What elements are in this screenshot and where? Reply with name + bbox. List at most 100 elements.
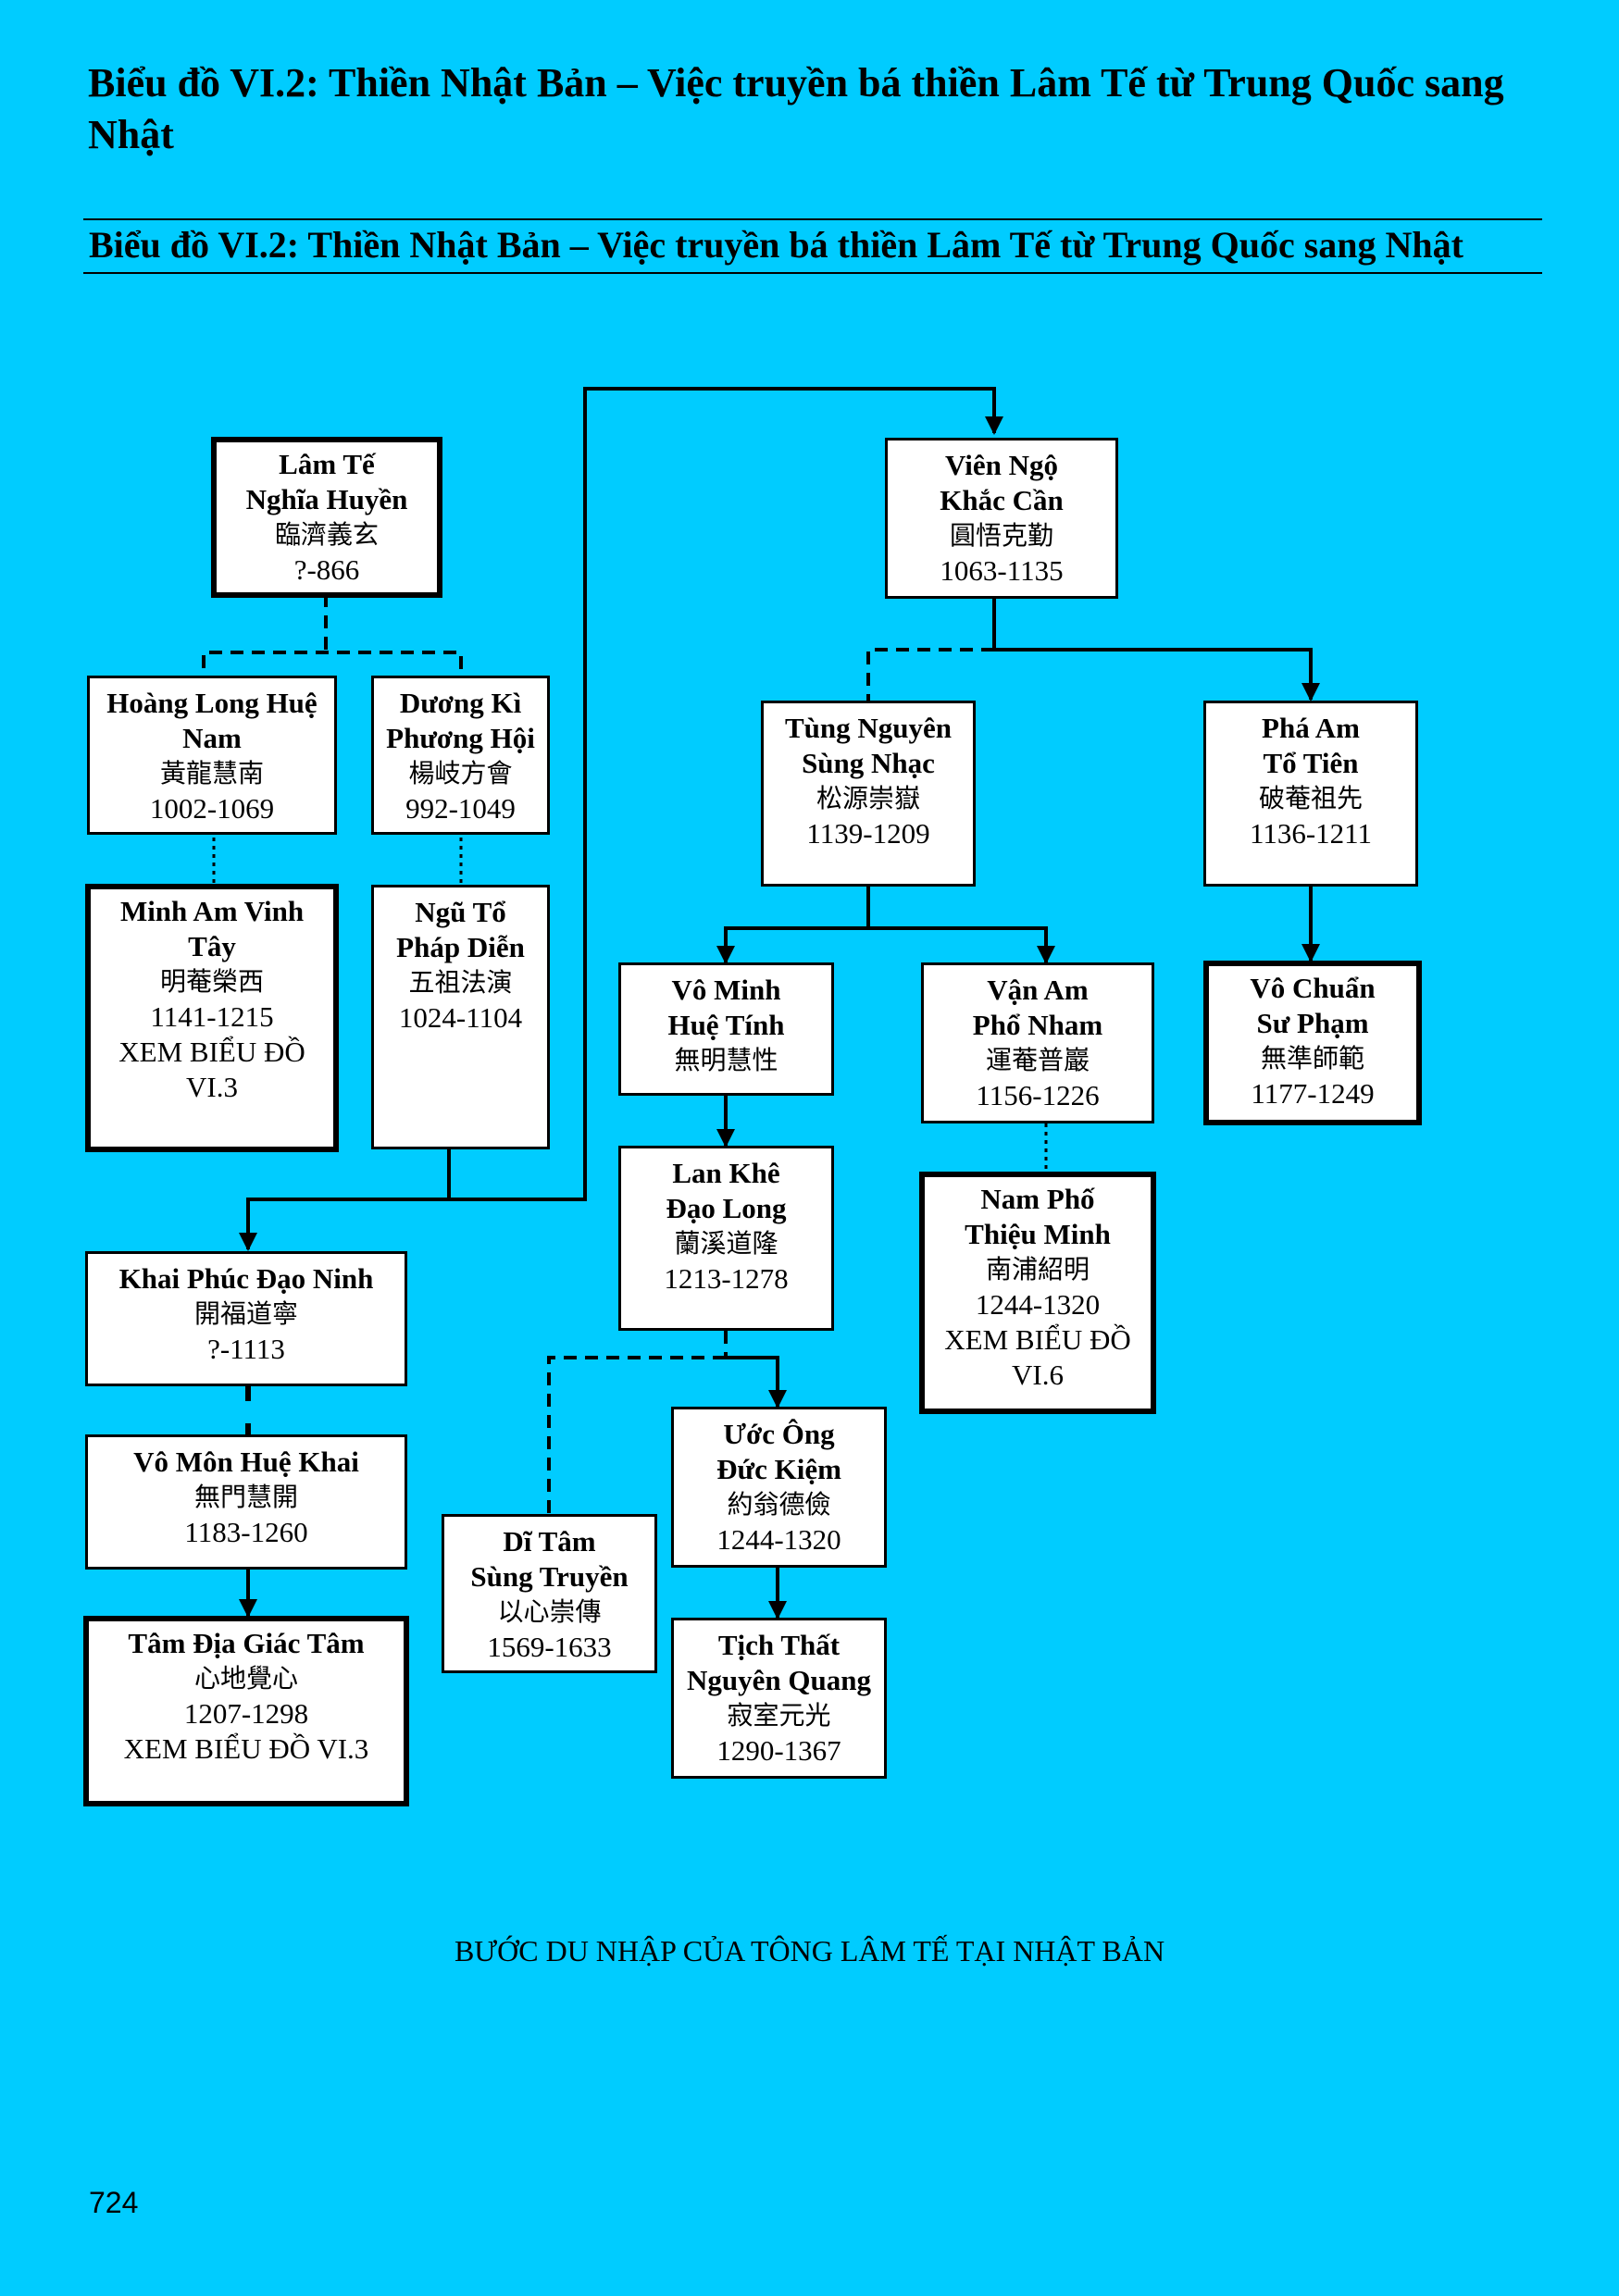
name-han: 臨濟義玄: [274, 519, 379, 550]
name-han: 約翁德儉: [727, 1489, 831, 1520]
name-vn: Dương Kì: [399, 687, 522, 719]
name-vn: Pháp Diễn: [396, 931, 525, 963]
name-vn: Phổ Nham: [972, 1009, 1103, 1041]
years: 1141-1215: [150, 1000, 274, 1033]
name-vn: Sư Phạm: [1256, 1007, 1369, 1039]
name-han: 蘭溪道隆: [674, 1228, 778, 1259]
name-han: 明菴榮西: [159, 966, 264, 997]
name-vn: Đạo Long: [666, 1192, 787, 1224]
name-vn: Thiệu Minh: [965, 1218, 1111, 1250]
node-nam-pho: Nam Phố Thiệu Minh 南浦紹明 1244-1320 XEM BI…: [919, 1172, 1156, 1414]
diagram-caption: BƯỚC DU NHẬP CỦA TÔNG LÂM TẾ TẠI NHẬT BẢ…: [454, 1934, 1165, 1967]
node-ngu-to: Ngũ Tổ Pháp Diễn 五祖法演 1024-1104: [371, 885, 550, 1149]
name-vn: Tây: [188, 930, 236, 962]
cross-reference: XEM BIỂU ĐỒ VI.3: [123, 1732, 369, 1765]
years: 1213-1278: [664, 1262, 789, 1295]
name-vn: Ngũ Tổ: [415, 896, 506, 928]
name-vn: Đức Kiệm: [716, 1453, 841, 1485]
years: 1136-1211: [1249, 817, 1373, 850]
name-vn: Tịch Thất: [717, 1629, 841, 1661]
years: 1183-1260: [184, 1516, 308, 1548]
years: ?-1113: [207, 1333, 285, 1365]
years: 1177-1249: [1251, 1077, 1375, 1110]
name-han: 心地覺心: [193, 1663, 298, 1694]
name-vn: Khai Phúc Đạo Ninh: [118, 1262, 374, 1295]
name-vn: Nam Phố: [980, 1183, 1095, 1215]
node-vo-minh: Vô Minh Huệ Tính 無明慧性: [618, 962, 834, 1096]
name-han: 寂室元光: [727, 1700, 831, 1731]
node-khai-phuc: Khai Phúc Đạo Ninh 開福道寧 ?-1113: [85, 1251, 407, 1386]
name-han: 圓悟克勤: [949, 520, 1053, 551]
years: 1139-1209: [806, 817, 930, 850]
node-tam-dia: Tâm Địa Giác Tâm 心地覺心 1207-1298 XEM BIỂU…: [83, 1616, 409, 1806]
years: ?-866: [293, 553, 360, 586]
node-hoang-long: Hoàng Long Huệ Nam 黃龍慧南 1002-1069: [87, 676, 337, 835]
name-vn: Tổ Tiên: [1263, 747, 1359, 779]
name-vn: Phá Am: [1262, 712, 1360, 744]
name-han: 黃龍慧南: [159, 758, 264, 788]
name-han: 無明慧性: [674, 1045, 778, 1075]
name-han: 五祖法演: [408, 967, 513, 998]
years: 1290-1367: [716, 1734, 841, 1767]
name-vn: Huệ Tính: [667, 1009, 785, 1041]
node-lan-khe: Lan Khê Đạo Long 蘭溪道隆 1213-1278: [618, 1146, 834, 1331]
node-vien-ngo: Viên Ngộ Khắc Cần 圓悟克勤 1063-1135: [885, 438, 1118, 599]
node-duong-ki: Dương Kì Phương Hội 楊岐方會 992-1049: [371, 676, 550, 835]
name-vn: Nghĩa Huyền: [245, 483, 408, 515]
name-vn: Dĩ Tâm: [503, 1525, 596, 1558]
node-pha-am: Phá Am Tổ Tiên 破菴祖先 1136-1211: [1203, 701, 1418, 887]
edge-nguto-split: [447, 387, 1003, 1201]
name-vn: Khắc Cần: [940, 484, 1064, 516]
name-han: 破菴祖先: [1258, 783, 1363, 813]
name-vn: Sùng Nhạc: [802, 747, 935, 779]
node-vo-mon: Vô Môn Huệ Khai 無門慧開 1183-1260: [85, 1434, 407, 1570]
name-vn: Vô Chuẩn: [1250, 972, 1376, 1004]
cross-reference: VI.6: [1012, 1359, 1064, 1391]
node-di-tam: Dĩ Tâm Sùng Truyền 以心崇傳 1569-1633: [442, 1514, 657, 1673]
name-vn: Minh Am Vinh: [119, 895, 305, 927]
node-lam-te: Lâm Tế Nghĩa Huyền 臨濟義玄 ?-866: [211, 437, 442, 598]
edge-lamte-children: [202, 594, 463, 689]
name-han: 運菴普巖: [985, 1045, 1090, 1075]
name-han: 松源崇嶽: [816, 783, 920, 813]
cross-reference: VI.3: [186, 1071, 238, 1103]
node-tich-that: Tịch Thất Nguyên Quang 寂室元光 1290-1367: [671, 1618, 887, 1779]
name-vn: Ước Ông: [723, 1418, 835, 1450]
cross-reference: XEM BIỂU ĐỒ: [118, 1036, 305, 1068]
page-number: 724: [89, 2186, 139, 2219]
years: 1207-1298: [183, 1697, 309, 1730]
node-uoc-ong: Ước Ông Đức Kiệm 約翁德儉 1244-1320: [671, 1407, 887, 1568]
edge-tungnguyen-vanam: [868, 926, 1055, 964]
years: 1024-1104: [398, 1001, 523, 1034]
years: 1063-1135: [940, 554, 1064, 587]
name-vn: Phương Hội: [386, 722, 535, 754]
name-vn: Tùng Nguyên: [784, 712, 953, 744]
name-vn: Sùng Truyền: [470, 1560, 629, 1593]
name-vn: Viên Ngộ: [945, 449, 1058, 481]
edge-vienngo-phaam: [992, 599, 1320, 701]
name-han: 以心崇傳: [497, 1596, 602, 1627]
edge-nguto-khaiphuc: [239, 1198, 449, 1251]
years: 992-1049: [405, 792, 516, 825]
years: 1156-1226: [976, 1079, 1100, 1111]
name-han: 無門慧開: [193, 1482, 298, 1512]
edge-vienngo-tungnguyen: [866, 648, 994, 701]
name-han: 南浦紹明: [985, 1254, 1090, 1285]
years: 1002-1069: [149, 792, 275, 825]
years: 1244-1320: [716, 1523, 841, 1556]
name-vn: Nam: [182, 722, 242, 754]
name-vn: Lan Khê: [672, 1157, 780, 1189]
name-han: 楊岐方會: [408, 758, 513, 788]
name-vn: Vô Minh: [671, 974, 781, 1006]
edge-lankhe-uocong: [726, 1356, 787, 1409]
edge-lankhe-ditam: [547, 1356, 726, 1514]
name-vn: Vận Am: [987, 974, 1089, 1006]
node-tung-nguyen: Tùng Nguyên Sùng Nhạc 松源崇嶽 1139-1209: [761, 701, 976, 887]
name-vn: Tâm Địa Giác Tâm: [128, 1627, 365, 1659]
node-minh-am: Minh Am Vinh Tây 明菴榮西 1141-1215 XEM BIỂU…: [85, 884, 339, 1152]
edge-tungnguyen-split: [716, 887, 870, 964]
years: 1244-1320: [975, 1288, 1101, 1321]
name-vn: Hoàng Long Huệ: [106, 687, 318, 719]
name-han: 開福道寧: [193, 1298, 298, 1329]
